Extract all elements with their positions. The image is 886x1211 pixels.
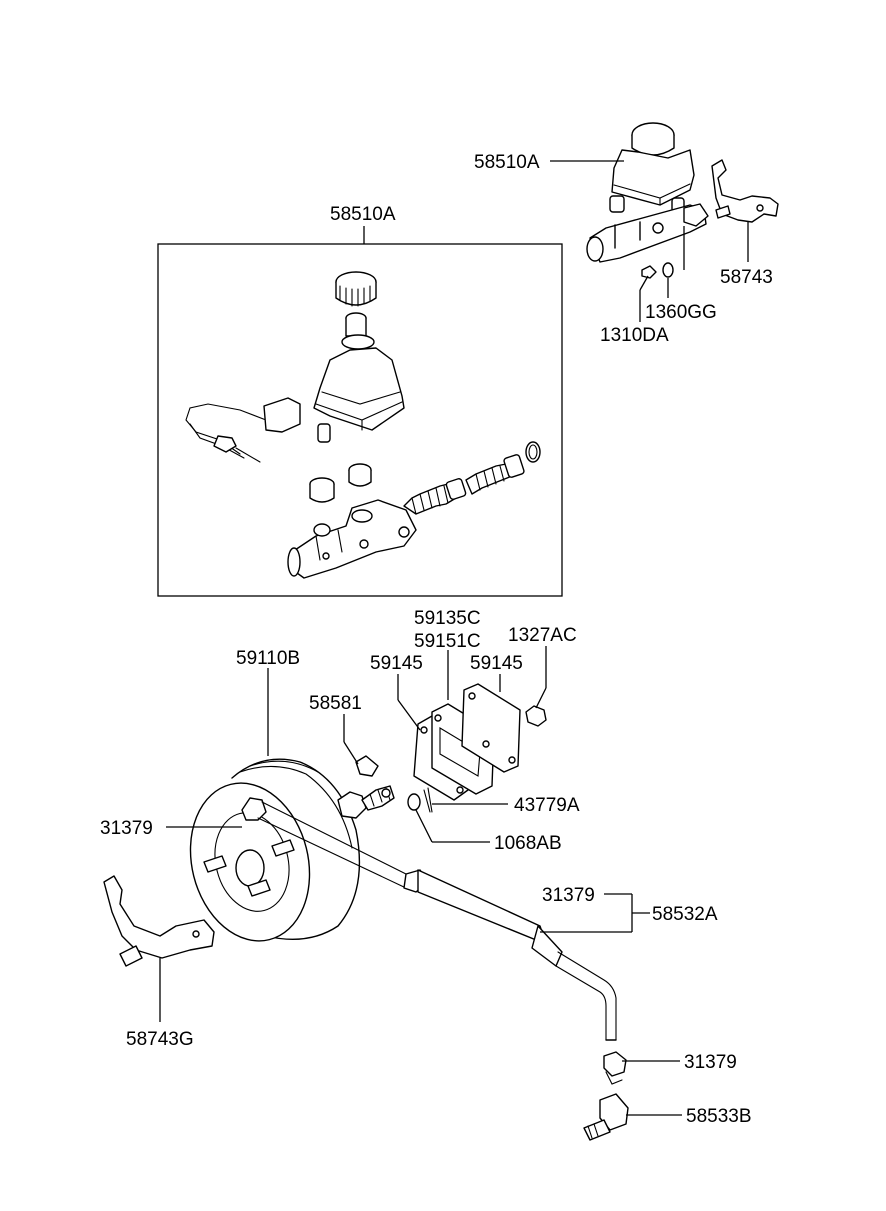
label-1360gg: 1360GG: [645, 302, 717, 323]
label-31379-left: 31379: [100, 818, 153, 839]
label-58510a-top: 58510A: [474, 152, 540, 173]
master-cylinder-drawing: [550, 122, 709, 322]
label-59135c: 59135C: [414, 608, 481, 629]
label-58533b: 58533B: [686, 1106, 752, 1127]
bracket-left-drawing: [103, 875, 215, 1022]
label-59145-left: 59145: [370, 653, 423, 674]
label-43779a: 43779A: [514, 795, 580, 816]
gasket-assembly-drawing: [355, 683, 547, 813]
label-58532a: 58532A: [652, 904, 718, 925]
label-58581: 58581: [309, 693, 362, 714]
label-59151c: 59151C: [414, 631, 481, 652]
label-1327ac: 1327AC: [508, 625, 577, 646]
label-58743g: 58743G: [126, 1029, 194, 1050]
vacuum-hose-drawing: [417, 869, 617, 1041]
exploded-master-cylinder-drawing: [185, 271, 541, 579]
label-1310da: 1310DA: [600, 325, 669, 346]
leader-lines: [166, 646, 682, 1116]
bracket-top-drawing: [711, 159, 779, 262]
exploded-view-box: [157, 243, 563, 597]
label-1068ab: 1068AB: [494, 833, 562, 854]
label-59145-right: 59145: [470, 653, 523, 674]
label-58743: 58743: [720, 267, 773, 288]
label-58510a-box: 58510A: [330, 204, 396, 225]
label-31379-bottom: 31379: [684, 1052, 737, 1073]
hose-end-drawing: [583, 1051, 629, 1141]
brake-booster-drawing: [189, 758, 429, 942]
label-31379-mid: 31379: [542, 885, 595, 906]
label-59110b: 59110B: [236, 648, 300, 669]
